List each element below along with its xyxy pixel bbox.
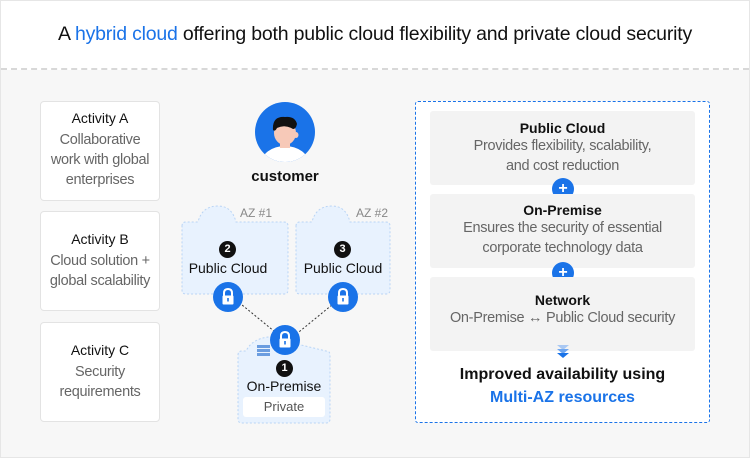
- benefit-line: and cost reduction: [505, 158, 620, 174]
- page-title: A hybrid cloud offering both public clou…: [1, 23, 749, 46]
- activity-line: enterprises: [65, 172, 135, 188]
- benefit-line: On-Premise ↔ Public Cloud security: [449, 310, 676, 326]
- benefit-heading: Network: [534, 292, 591, 308]
- benefit-box-public-cloud: Public Cloud Provides flexibility, scala…: [430, 111, 695, 185]
- activity-card-b: Activity B Cloud solution + global scala…: [40, 211, 160, 311]
- step-number-badge: 1: [276, 360, 293, 377]
- activity-heading: Activity A: [71, 110, 129, 126]
- double-chevron-down-icon: [555, 343, 571, 359]
- activity-line: global scalability: [49, 273, 151, 289]
- activity-line: requirements: [59, 384, 141, 400]
- person-avatar-icon: [255, 102, 315, 162]
- activity-line: Security: [75, 364, 125, 380]
- benefit-line: Ensures the security of essential: [463, 220, 662, 236]
- activity-card-c: Activity C Security requirements: [40, 322, 160, 422]
- benefit-box-network: Network On-Premise ↔ Public Cloud securi…: [430, 277, 695, 351]
- lock-icon: [270, 325, 300, 355]
- public-cloud-label: Public Cloud: [303, 260, 383, 276]
- connector-az1: [235, 299, 281, 337]
- header: A hybrid cloud offering both public clou…: [1, 1, 749, 69]
- benefit-line: Provides flexibility, scalability,: [473, 138, 652, 154]
- lock-icon: [328, 282, 358, 312]
- step-number-badge: 3: [334, 241, 351, 258]
- activity-line: Cloud solution +: [50, 253, 150, 269]
- lock-icon: [213, 282, 243, 312]
- header-divider: [1, 68, 749, 70]
- result-highlight: Multi-AZ resources: [490, 389, 635, 406]
- title-suffix: offering both public cloud flexibility a…: [177, 23, 693, 45]
- result-text: Improved availability using: [459, 366, 666, 383]
- az-label: AZ #1: [240, 206, 273, 220]
- az-label: AZ #2: [356, 206, 389, 220]
- benefit-heading: Public Cloud: [519, 120, 606, 136]
- activity-line: Collaborative: [59, 132, 141, 148]
- private-tag: Private: [243, 397, 325, 417]
- benefit-heading: On-Premise: [523, 202, 602, 218]
- public-cloud-label: Public Cloud: [188, 260, 268, 276]
- benefit-box-on-premise: On-Premise Ensures the security of essen…: [430, 194, 695, 268]
- title-highlight: hybrid cloud: [74, 23, 178, 45]
- title-prefix: A: [57, 23, 75, 45]
- activity-heading: Activity C: [70, 342, 130, 358]
- customer-label: customer: [251, 168, 319, 185]
- activity-line: work with global: [50, 152, 150, 168]
- on-premise-label: On-Premise: [246, 378, 322, 394]
- activity-heading: Activity B: [71, 231, 129, 247]
- activity-card-a: Activity A Collaborative work with globa…: [40, 101, 160, 201]
- benefit-line: corporate technology data: [482, 240, 643, 256]
- server-icon: [257, 343, 270, 356]
- step-number-badge: 2: [219, 241, 236, 258]
